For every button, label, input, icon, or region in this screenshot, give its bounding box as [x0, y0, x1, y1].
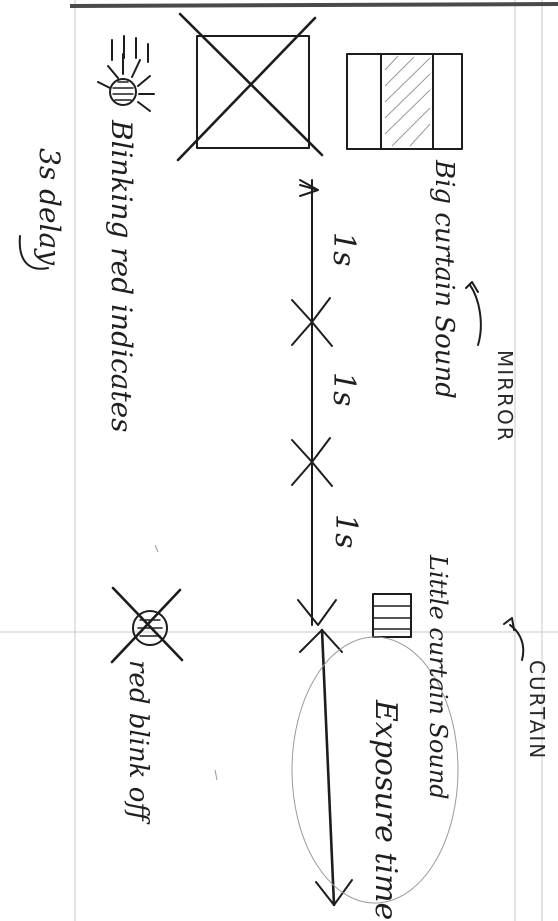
mirror-box-icon: [346, 53, 463, 150]
delay-label: 3s delay: [33, 148, 66, 266]
big-curtain-label: Big curtain Sound: [429, 159, 459, 399]
curtain-label: CURTAIN: [525, 660, 549, 760]
mirror-arrow-icon: [465, 281, 482, 346]
delay-bracket: [18, 235, 49, 270]
red-blink-off-label: red blink off: [123, 660, 153, 825]
little-curtain-label: Little curtain Sound: [424, 554, 452, 800]
interval-label: 1s: [328, 514, 363, 548]
blink-off-icon: [110, 586, 184, 664]
exposure-label: Exposure time: [368, 699, 403, 920]
timeline: [291, 179, 353, 907]
curtain-arrow-icon: [503, 617, 525, 661]
blinking-light-icon: [97, 35, 155, 112]
curtain-box-icon: [372, 593, 412, 638]
stray-marks: [154, 544, 218, 781]
blinking-indicator-label: Blinking red indicates: [105, 119, 138, 433]
interval-label: 1s: [326, 372, 361, 406]
crossed-frame-icon: [176, 12, 324, 162]
exposure-circle: [291, 636, 459, 904]
mirror-label: MIRROR: [493, 350, 517, 443]
interval-label: 1s: [326, 232, 361, 266]
